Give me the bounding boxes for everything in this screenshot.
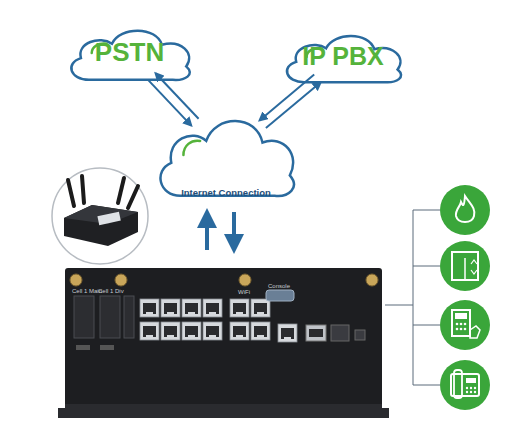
gateway-device bbox=[58, 268, 389, 418]
cloud-label: IP PBX bbox=[278, 43, 408, 71]
cloud-node: IP PBX bbox=[278, 28, 408, 86]
panel-label: Cell 1 Div bbox=[98, 288, 124, 294]
elevator-icon bbox=[440, 241, 490, 291]
router-inset bbox=[52, 168, 148, 264]
telephone-icon bbox=[440, 360, 490, 410]
panel-label: WiFi bbox=[238, 289, 250, 295]
flow-arrow bbox=[266, 82, 321, 128]
cloud-node: PSTN bbox=[62, 22, 197, 84]
cloud-label: PSTN bbox=[62, 38, 197, 67]
panel-label: Cell 1 Main bbox=[72, 288, 102, 294]
flow-arrow bbox=[148, 80, 191, 126]
application-bracket bbox=[385, 210, 440, 385]
cloud-node: Internet Connection bbox=[150, 108, 302, 202]
intercom-icon bbox=[440, 300, 490, 350]
cloud-label: Internet Connection bbox=[150, 188, 302, 198]
uplink-arrows bbox=[207, 212, 234, 250]
panel-label: Console bbox=[268, 283, 290, 289]
fire-alarm-icon bbox=[440, 185, 490, 235]
